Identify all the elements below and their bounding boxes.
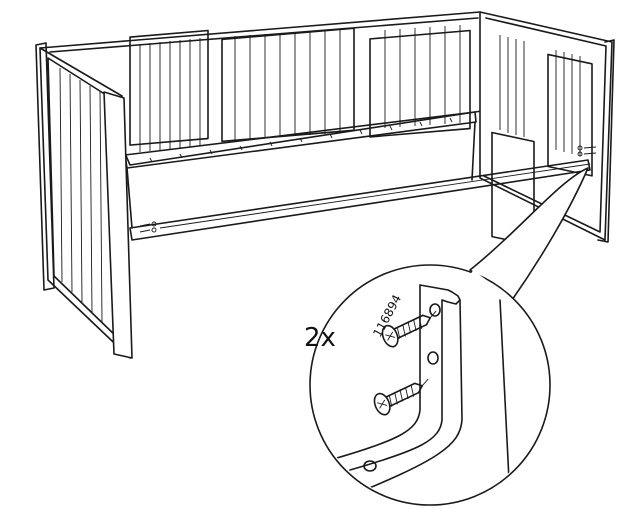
screw-icon bbox=[373, 310, 437, 416]
detail-callout: 116894 bbox=[309, 167, 589, 506]
callout-circle bbox=[309, 264, 551, 506]
daybed-frame-drawing bbox=[35, 11, 615, 359]
screw-markers-right bbox=[577, 145, 597, 157]
screw-markers-left bbox=[139, 221, 157, 233]
back-panel-sections bbox=[129, 25, 471, 152]
quantity-label: 2x bbox=[304, 323, 336, 353]
